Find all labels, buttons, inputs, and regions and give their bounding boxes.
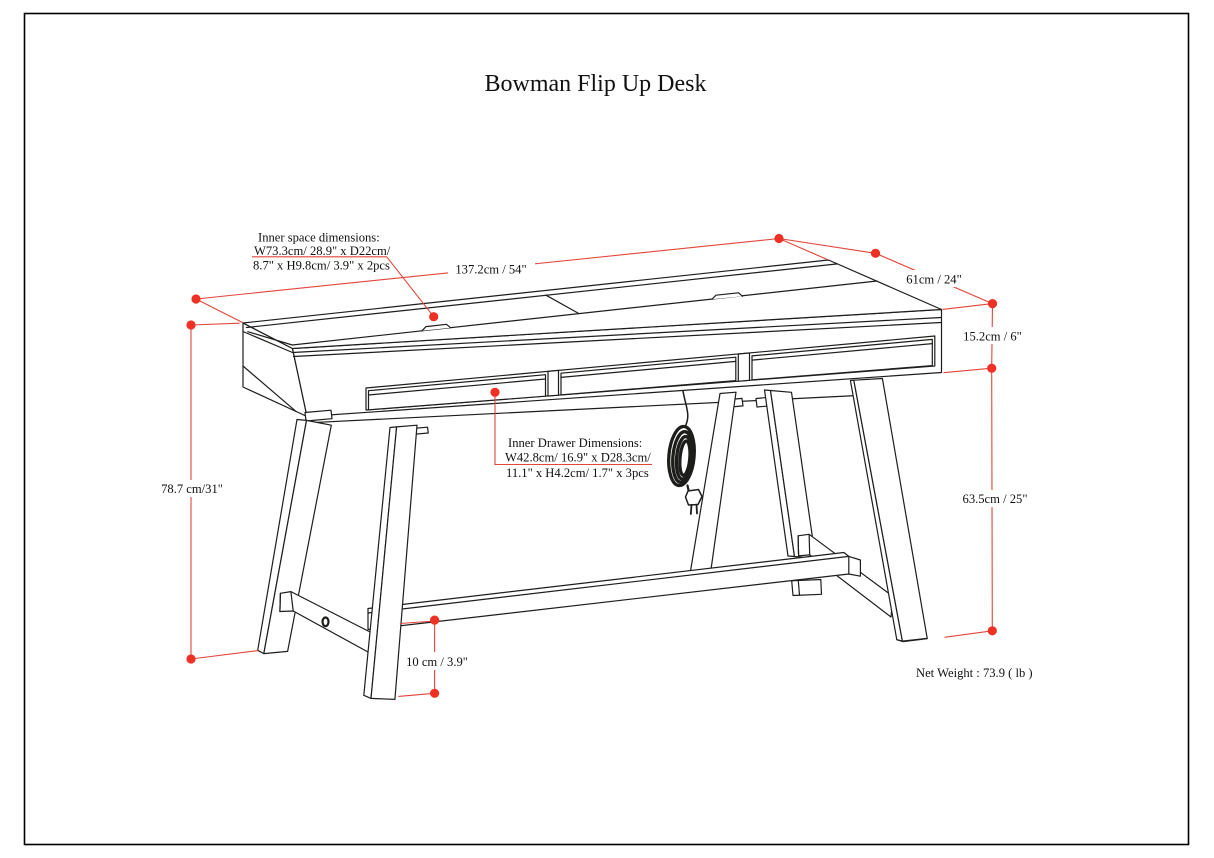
svg-text:Inner space dimensions:: Inner space dimensions: <box>258 231 380 245</box>
dot-depth-top <box>870 248 881 258</box>
label-width: 137.2cm / 54" <box>455 263 526 277</box>
label-depth: 61cm / 24" <box>906 273 962 287</box>
svg-text:W42.8cm/ 16.9" x D28.3cm/: W42.8cm/ 16.9" x D28.3cm/ <box>505 451 651 465</box>
page-border <box>23 12 1190 846</box>
dot-inner-space <box>429 312 439 322</box>
label-stretcher-clearance: 10 cm / 3.9" <box>406 655 468 669</box>
label-bg <box>960 327 1026 344</box>
label-bg <box>158 480 226 497</box>
desk-drawing <box>242 259 943 700</box>
label-bg <box>903 270 967 287</box>
desk-top-face <box>242 259 943 350</box>
label-top-height: 15.2cm / 6" <box>963 330 1022 344</box>
dot-depth-bottom <box>987 299 998 309</box>
label-bg <box>958 490 1032 507</box>
page-title: Bowman Flip Up Desk <box>485 71 707 97</box>
power-cord <box>667 390 703 515</box>
dot-stretcher-bottom <box>430 688 440 698</box>
text-layer: 137.2cm / 54" 61cm / 24" 15.2cm / 6" 63.… <box>158 71 1033 680</box>
leader-inner-space <box>386 256 435 318</box>
svg-text:8.7" x H9.8cm/ 3.9" x 2pcs: 8.7" x H9.8cm/ 3.9" x 2pcs <box>253 259 390 273</box>
desk-drawers <box>365 335 936 411</box>
label-bg <box>448 260 535 277</box>
dot-width-left <box>191 294 201 304</box>
dimension-dots <box>186 233 998 698</box>
svg-text:11.1" x H4.2cm/ 1.7" x 3pcs: 11.1" x H4.2cm/ 1.7" x 3pcs <box>506 466 649 480</box>
label-bg <box>402 652 472 670</box>
label-total-height: 78.7 cm/31" <box>161 482 223 496</box>
desk-right-rear-leg <box>849 377 928 643</box>
dot-width-right <box>774 233 784 244</box>
desk-middle-brace <box>689 391 737 574</box>
annotation-inner-space: Inner space dimensions: W73.3cm/ 28.9" x… <box>253 231 391 273</box>
net-weight: Net Weight : 73.9 ( lb ) <box>916 666 1033 680</box>
dot-total-height-bottom <box>186 654 196 664</box>
desk-stretcher <box>367 551 861 631</box>
desk-right-front-leg <box>763 389 823 597</box>
svg-text:W73.3cm/ 28.9" x D22cm/: W73.3cm/ 28.9" x D22cm/ <box>254 244 391 258</box>
dot-leg-height-bottom <box>987 626 997 636</box>
desk-left-rear-leg <box>363 424 418 700</box>
dot-total-height-top <box>186 320 196 330</box>
desk-left-foot-bar <box>279 591 375 653</box>
label-leg-height: 63.5cm / 25" <box>963 492 1028 506</box>
annotation-inner-drawer: Inner Drawer Dimensions: W42.8cm/ 16.9" … <box>505 436 651 480</box>
svg-text:Inner Drawer Dimensions:: Inner Drawer Dimensions: <box>508 436 642 450</box>
leader-inner-drawer <box>494 392 652 466</box>
dot-inner-drawer <box>490 387 500 397</box>
dot-stretcher-top <box>430 615 440 625</box>
dot-top-height-bottom <box>987 363 997 373</box>
